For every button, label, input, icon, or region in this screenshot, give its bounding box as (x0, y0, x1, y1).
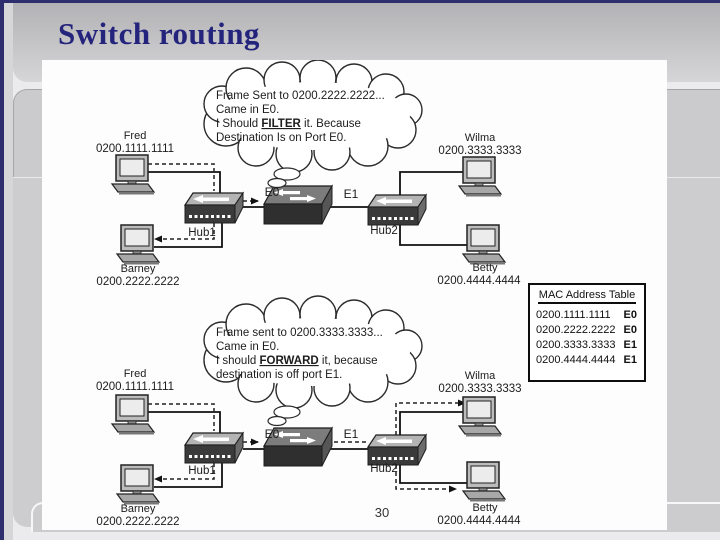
fred-pc-icon (111, 394, 155, 436)
speech-cloud-forward: Frame sent to 0200.3333.3333... Came in … (203, 295, 423, 427)
cloud-filter-line3: I Should FILTER it. Because (216, 118, 361, 130)
cloud-filter-line1: Frame Sent to 0200.2222.2222... (216, 90, 385, 102)
link-lines-bottom (148, 411, 467, 488)
hub2-label: Hub2 (370, 463, 398, 475)
barney-pc-icon (116, 464, 160, 506)
mac-cell: 0200.1111.1111 (536, 308, 611, 321)
wilma-pc-icon (458, 396, 502, 438)
barney-label: Barney (121, 263, 156, 275)
port-e0-label: E0 (265, 185, 280, 199)
betty-label: Betty (472, 502, 498, 514)
cloud-forward-line4: destination is off port E1. (216, 369, 342, 381)
diagram-image: Frame Sent to 0200.2222.2222... Came in … (42, 60, 667, 530)
port-e0-label: E0 (265, 427, 280, 441)
link-lines-top (148, 171, 467, 248)
top-accent-bar (0, 0, 720, 3)
fred-pc-icon (111, 154, 155, 196)
wilma-mac-label: 0200.3333.3333 (438, 145, 521, 157)
mac-table-row: 0200.4444.4444 E1 (530, 352, 644, 367)
mac-table-title: MAC Address Table (537, 289, 637, 304)
port-e1-label: E1 (344, 427, 359, 441)
wilma-pc-icon (458, 156, 502, 198)
cloud-filter-line4: Destination Is on Port E0. (216, 132, 346, 144)
hub2-icon (367, 434, 427, 466)
port-cell: E0 (623, 308, 637, 321)
fred-mac-label: 0200.1111.1111 (96, 143, 174, 155)
hub1-icon (184, 192, 244, 224)
betty-label: Betty (472, 262, 498, 274)
hub1-label: Hub1 (188, 227, 216, 239)
mac-table-row: 0200.3333.3333 E1 (530, 337, 644, 352)
cloud-filter-line2: Came in E0. (216, 104, 279, 116)
fred-label: Fred (124, 368, 147, 380)
betty-pc-icon (462, 224, 506, 266)
port-cell: E1 (623, 353, 637, 366)
cloud-forward-line1: Frame sent to 0200.3333.3333... (216, 327, 383, 339)
mac-cell: 0200.4444.4444 (536, 353, 616, 366)
barney-label: Barney (121, 503, 156, 515)
wilma-label: Wilma (465, 132, 496, 144)
port-e1-label: E1 (344, 187, 359, 201)
wilma-mac-label: 0200.3333.3333 (438, 383, 521, 395)
page-number: 30 (374, 505, 390, 520)
diagram-filter: Frame Sent to 0200.2222.2222... Came in … (96, 60, 522, 288)
hub1-icon (184, 432, 244, 464)
port-cell: E1 (623, 338, 637, 351)
diagram-forward: Frame sent to 0200.3333.3333... Came in … (96, 295, 522, 528)
mac-table-row: 0200.2222.2222 E0 (530, 322, 644, 337)
left-gutter (4, 0, 13, 540)
hub2-icon (367, 194, 427, 226)
betty-mac-label: 0200.4444.4444 (437, 275, 521, 287)
mac-table-row: 0200.1111.1111 E0 (530, 307, 644, 322)
betty-pc-icon (462, 461, 506, 503)
cloud-forward-line3: I should FORWARD it, because (216, 355, 378, 367)
barney-mac-label: 0200.2222.2222 (96, 276, 179, 288)
network-diagram-svg: Frame Sent to 0200.2222.2222... Came in … (96, 60, 522, 528)
mac-address-table: MAC Address Table 0200.1111.1111 E0 0200… (528, 283, 646, 382)
fred-mac-label: 0200.1111.1111 (96, 381, 174, 393)
left-accent-bar (0, 0, 4, 540)
wilma-label: Wilma (465, 370, 496, 382)
fred-label: Fred (124, 130, 147, 142)
port-cell: E0 (623, 323, 637, 336)
cloud-forward-line2: Came in E0. (216, 341, 279, 353)
mac-cell: 0200.3333.3333 (536, 338, 616, 351)
page-title: Switch routing (58, 16, 260, 51)
frame-path-dashed-top (148, 163, 259, 243)
hub1-label: Hub1 (188, 465, 216, 477)
hub2-label: Hub2 (370, 225, 398, 237)
barney-pc-icon (116, 224, 160, 266)
speech-cloud-filter: Frame Sent to 0200.2222.2222... Came in … (203, 60, 423, 189)
mac-cell: 0200.2222.2222 (536, 323, 616, 336)
betty-mac-label: 0200.4444.4444 (437, 515, 521, 527)
barney-mac-label: 0200.2222.2222 (96, 516, 179, 528)
frame-path-dashed-bottom (148, 399, 466, 493)
